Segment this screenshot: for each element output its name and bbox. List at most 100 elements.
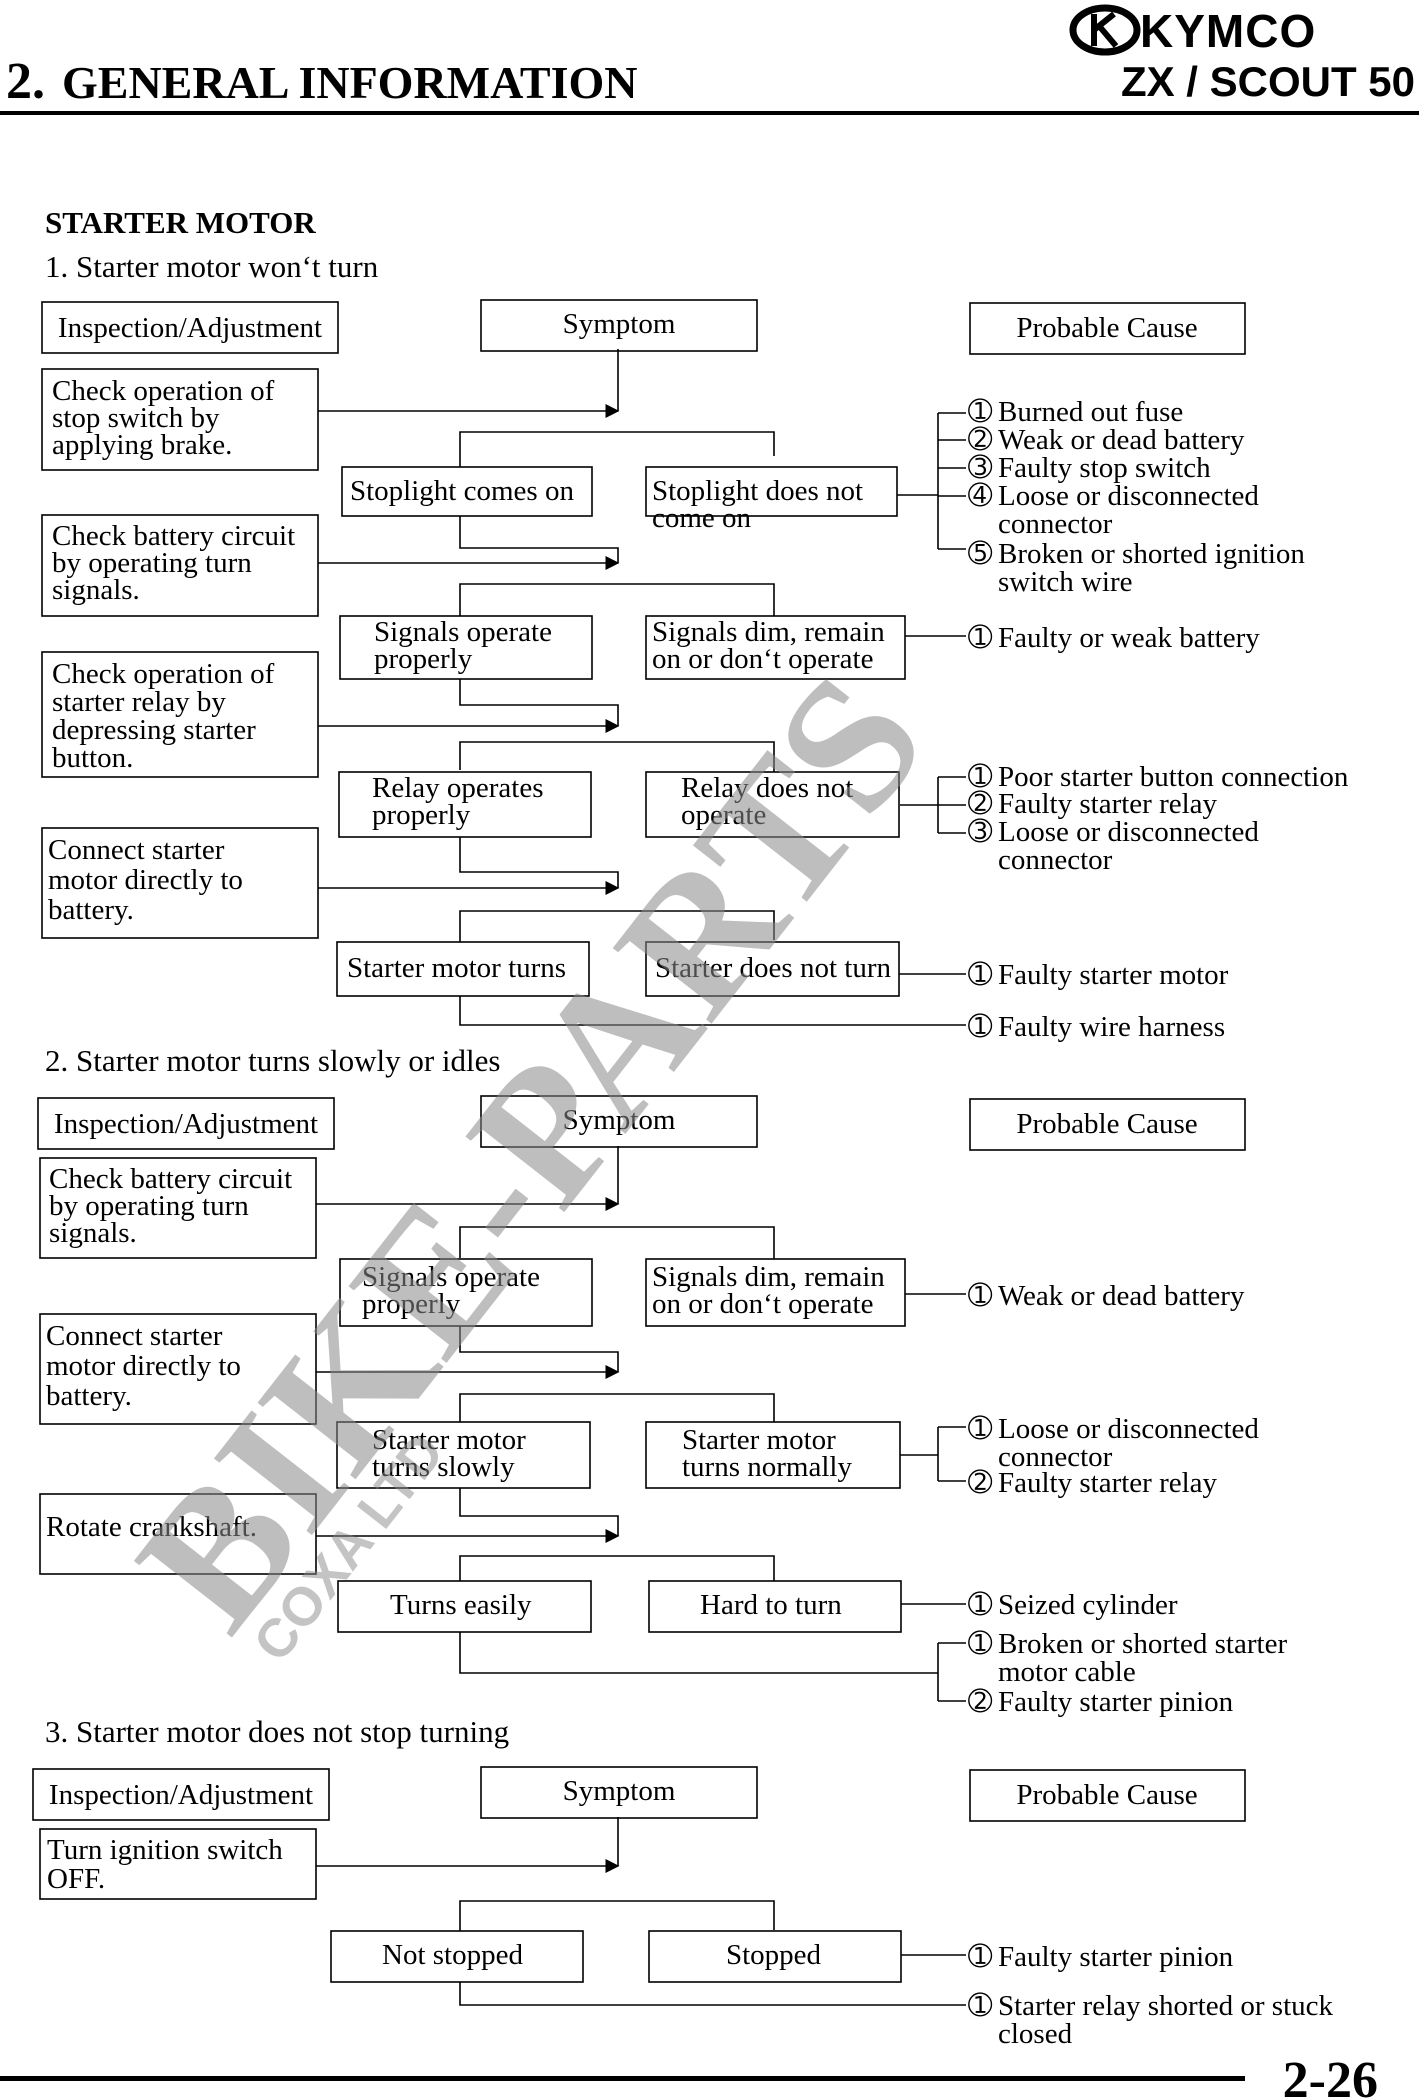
symptom-ok-text: properly	[362, 1288, 461, 1320]
inspection-header-box	[37, 1097, 335, 1150]
starter-motor-title: STARTER MOTOR	[45, 205, 316, 240]
symptom-ok-text: Not stopped	[382, 1939, 523, 1971]
check-text: by operating turn	[52, 547, 252, 579]
symptom-ok-box	[337, 1580, 592, 1633]
cause-text: Poor starter button connection	[998, 761, 1349, 793]
check-text: signals.	[52, 574, 140, 606]
symptom-ok-text: properly	[374, 643, 473, 675]
cause-text: Weak or dead battery	[998, 424, 1245, 456]
symptom-fault-text: come on	[652, 502, 752, 534]
cause-text: connector	[998, 508, 1113, 540]
cause-text: Broken or shorted starter	[998, 1628, 1287, 1660]
symptom-ok-box	[330, 1930, 584, 1983]
flow-line	[459, 1488, 619, 1536]
symptom-header: Symptom	[563, 1104, 676, 1136]
symptom-ok-text: Starter motor	[372, 1424, 526, 1456]
check-box	[39, 1313, 317, 1425]
check-text: signals.	[49, 1217, 137, 1249]
cause-number: ➂	[968, 816, 993, 848]
cause-line	[459, 1982, 966, 2006]
cause-text: Broken or shorted ignition	[998, 538, 1305, 570]
split-line	[459, 1900, 775, 1933]
cause-number: ➄	[968, 538, 993, 570]
symptom-fault-box	[645, 941, 900, 997]
symptom-ok-box	[339, 1258, 593, 1327]
cause-text: Faulty wire harness	[998, 1011, 1225, 1043]
kymco-logo: KYMCO	[1069, 4, 1316, 57]
cause-number: ➁	[968, 1686, 993, 1718]
check-text: Connect starter	[48, 834, 225, 866]
cause-number: ➀	[968, 622, 993, 654]
inspection-header: Inspection/Adjustment	[58, 312, 322, 344]
check-box	[41, 827, 319, 939]
symptom-fault-box	[645, 1258, 906, 1327]
symptom-fault-text: Signals dim, remain	[652, 1261, 885, 1293]
cause-text: Burned out fuse	[998, 396, 1183, 428]
symptom-ok-text: Relay operates	[372, 772, 544, 804]
symptom-header: Symptom	[563, 1775, 676, 1807]
inspection-header: Inspection/Adjustment	[49, 1779, 313, 1811]
check-text: motor directly to	[46, 1350, 241, 1382]
cause-number: ➁	[968, 424, 993, 456]
header-rule	[0, 111, 1419, 115]
symptom-header-box	[480, 1095, 758, 1148]
cause-text: closed	[998, 2018, 1073, 2050]
check-text: Rotate crankshaft.	[46, 1511, 257, 1543]
symptom-ok-box	[339, 615, 593, 680]
cause-text: Seized cylinder	[998, 1589, 1178, 1621]
cause-number: ➃	[968, 480, 993, 512]
split-line	[459, 1226, 775, 1260]
symptom-ok-text: properly	[372, 799, 471, 831]
flow-line	[459, 837, 619, 888]
symptom-fault-box	[645, 615, 906, 680]
check-box	[39, 1828, 317, 1900]
cause-number: ➀	[968, 1628, 993, 1660]
cause-header-box	[969, 1098, 1246, 1151]
check-box	[41, 651, 319, 778]
symptom-ok-text: Starter motor turns	[347, 952, 566, 984]
symptom-fault-box	[648, 1580, 902, 1633]
part1-title: 1. Starter motor won‘t turn	[45, 249, 379, 284]
cause-text: Starter relay shorted or stuck	[998, 1990, 1334, 2022]
inspection-header: Inspection/Adjustment	[54, 1108, 318, 1140]
cause-line	[459, 1632, 938, 1674]
split-line	[459, 431, 775, 468]
cause-text: connector	[998, 844, 1113, 876]
cause-text: Loose or disconnected	[998, 816, 1259, 848]
symptom-ok-box	[338, 771, 592, 838]
cause-number: ➀	[968, 1011, 993, 1043]
cause-line	[459, 996, 966, 1026]
symptom-fault-text: Hard to turn	[700, 1589, 842, 1621]
check-text: battery.	[48, 894, 134, 926]
cause-header: Probable Cause	[1016, 312, 1197, 344]
check-box	[41, 514, 319, 617]
split-line	[459, 583, 775, 617]
check-text: depressing starter	[52, 714, 256, 746]
cause-header: Probable Cause	[1016, 1108, 1197, 1140]
cause-number: ➂	[968, 452, 993, 484]
cause-number: ➀	[968, 959, 993, 991]
symptom-fault-box	[645, 1421, 901, 1489]
part2-title: 2. Starter motor turns slowly or idles	[45, 1043, 500, 1078]
brand-name: KYMCO	[1140, 5, 1316, 57]
check-text: stop switch by	[52, 402, 220, 434]
cause-text: Faulty starter motor	[998, 959, 1229, 991]
symptom-fault-text: Signals dim, remain	[652, 616, 885, 648]
symptom-fault-text: on or don‘t operate	[652, 1288, 873, 1320]
split-line	[459, 741, 775, 772]
cause-number: ➀	[968, 1280, 993, 1312]
cause-number: ➀	[968, 1990, 993, 2022]
cause-text: Faulty starter relay	[998, 788, 1218, 820]
cause-text: Loose or disconnected	[998, 480, 1259, 512]
check-text: by operating turn	[49, 1190, 249, 1222]
cause-text: Faulty starter pinion	[998, 1686, 1234, 1718]
check-box	[41, 368, 319, 471]
check-text: button.	[52, 742, 133, 774]
cause-text: Faulty or weak battery	[998, 622, 1260, 654]
symptom-fault-text: Stoplight does not	[652, 475, 863, 507]
check-text: Check operation of	[52, 375, 275, 407]
symptom-fault-text: Starter does not turn	[655, 952, 891, 984]
flow-line	[459, 516, 619, 563]
